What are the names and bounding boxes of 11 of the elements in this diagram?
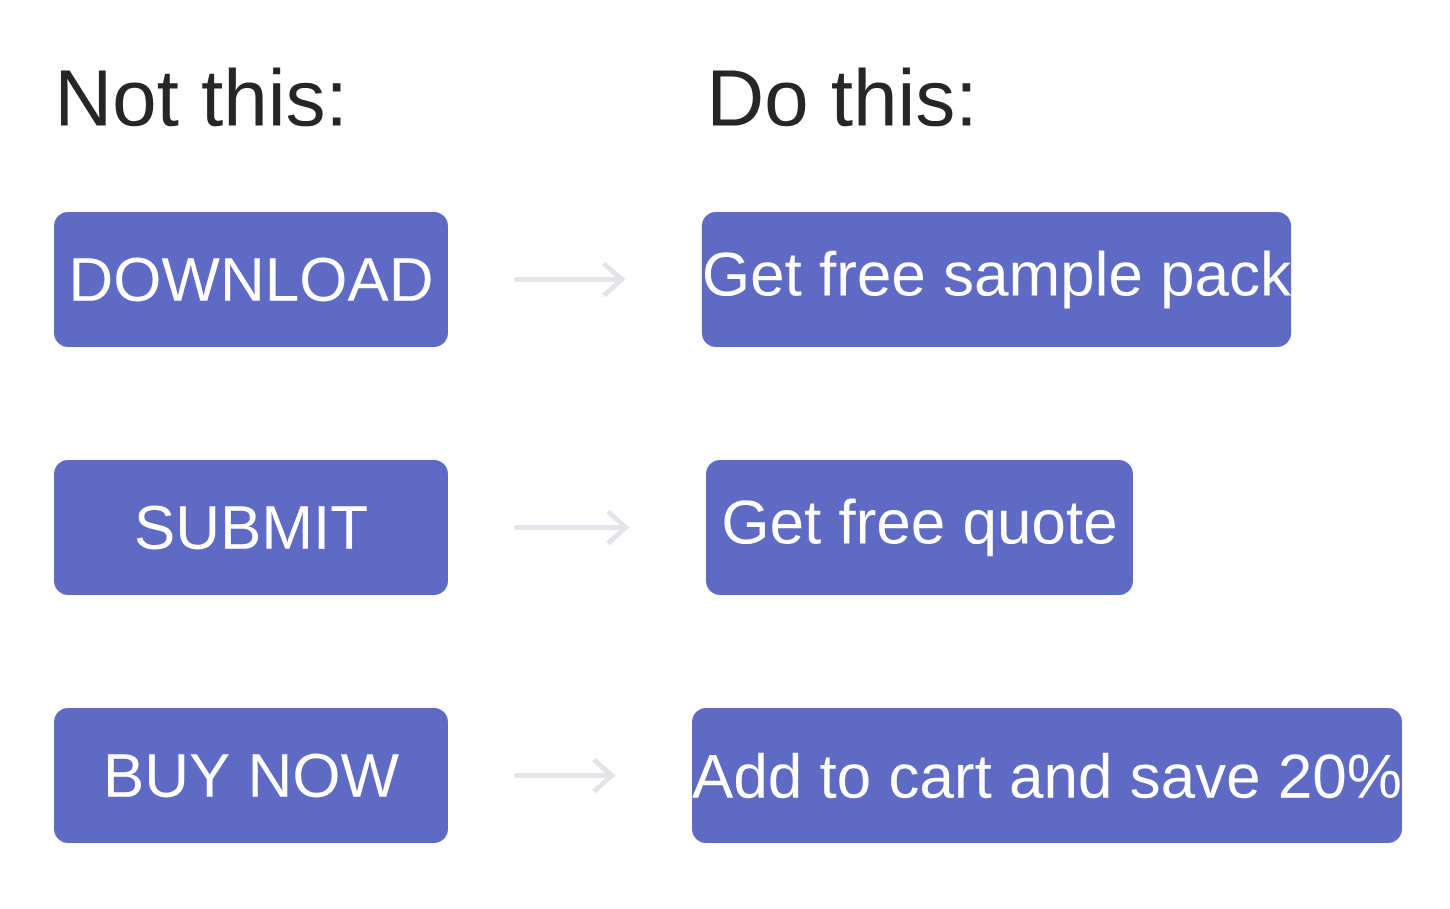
arrow bbox=[513, 509, 630, 546]
button: DOWNLOAD bbox=[54, 212, 448, 347]
button: BUY NOW bbox=[54, 708, 448, 843]
arrow bbox=[513, 757, 616, 794]
button: Get free sample pack bbox=[701, 212, 1292, 347]
button: Add to cart and save 20% bbox=[692, 708, 1402, 843]
button: SUBMIT bbox=[54, 460, 448, 595]
heading: Do this: bbox=[712, 67, 971, 127]
button: Get free quote bbox=[706, 460, 1133, 595]
arrow bbox=[513, 261, 626, 298]
heading: Not this: bbox=[60, 67, 341, 127]
